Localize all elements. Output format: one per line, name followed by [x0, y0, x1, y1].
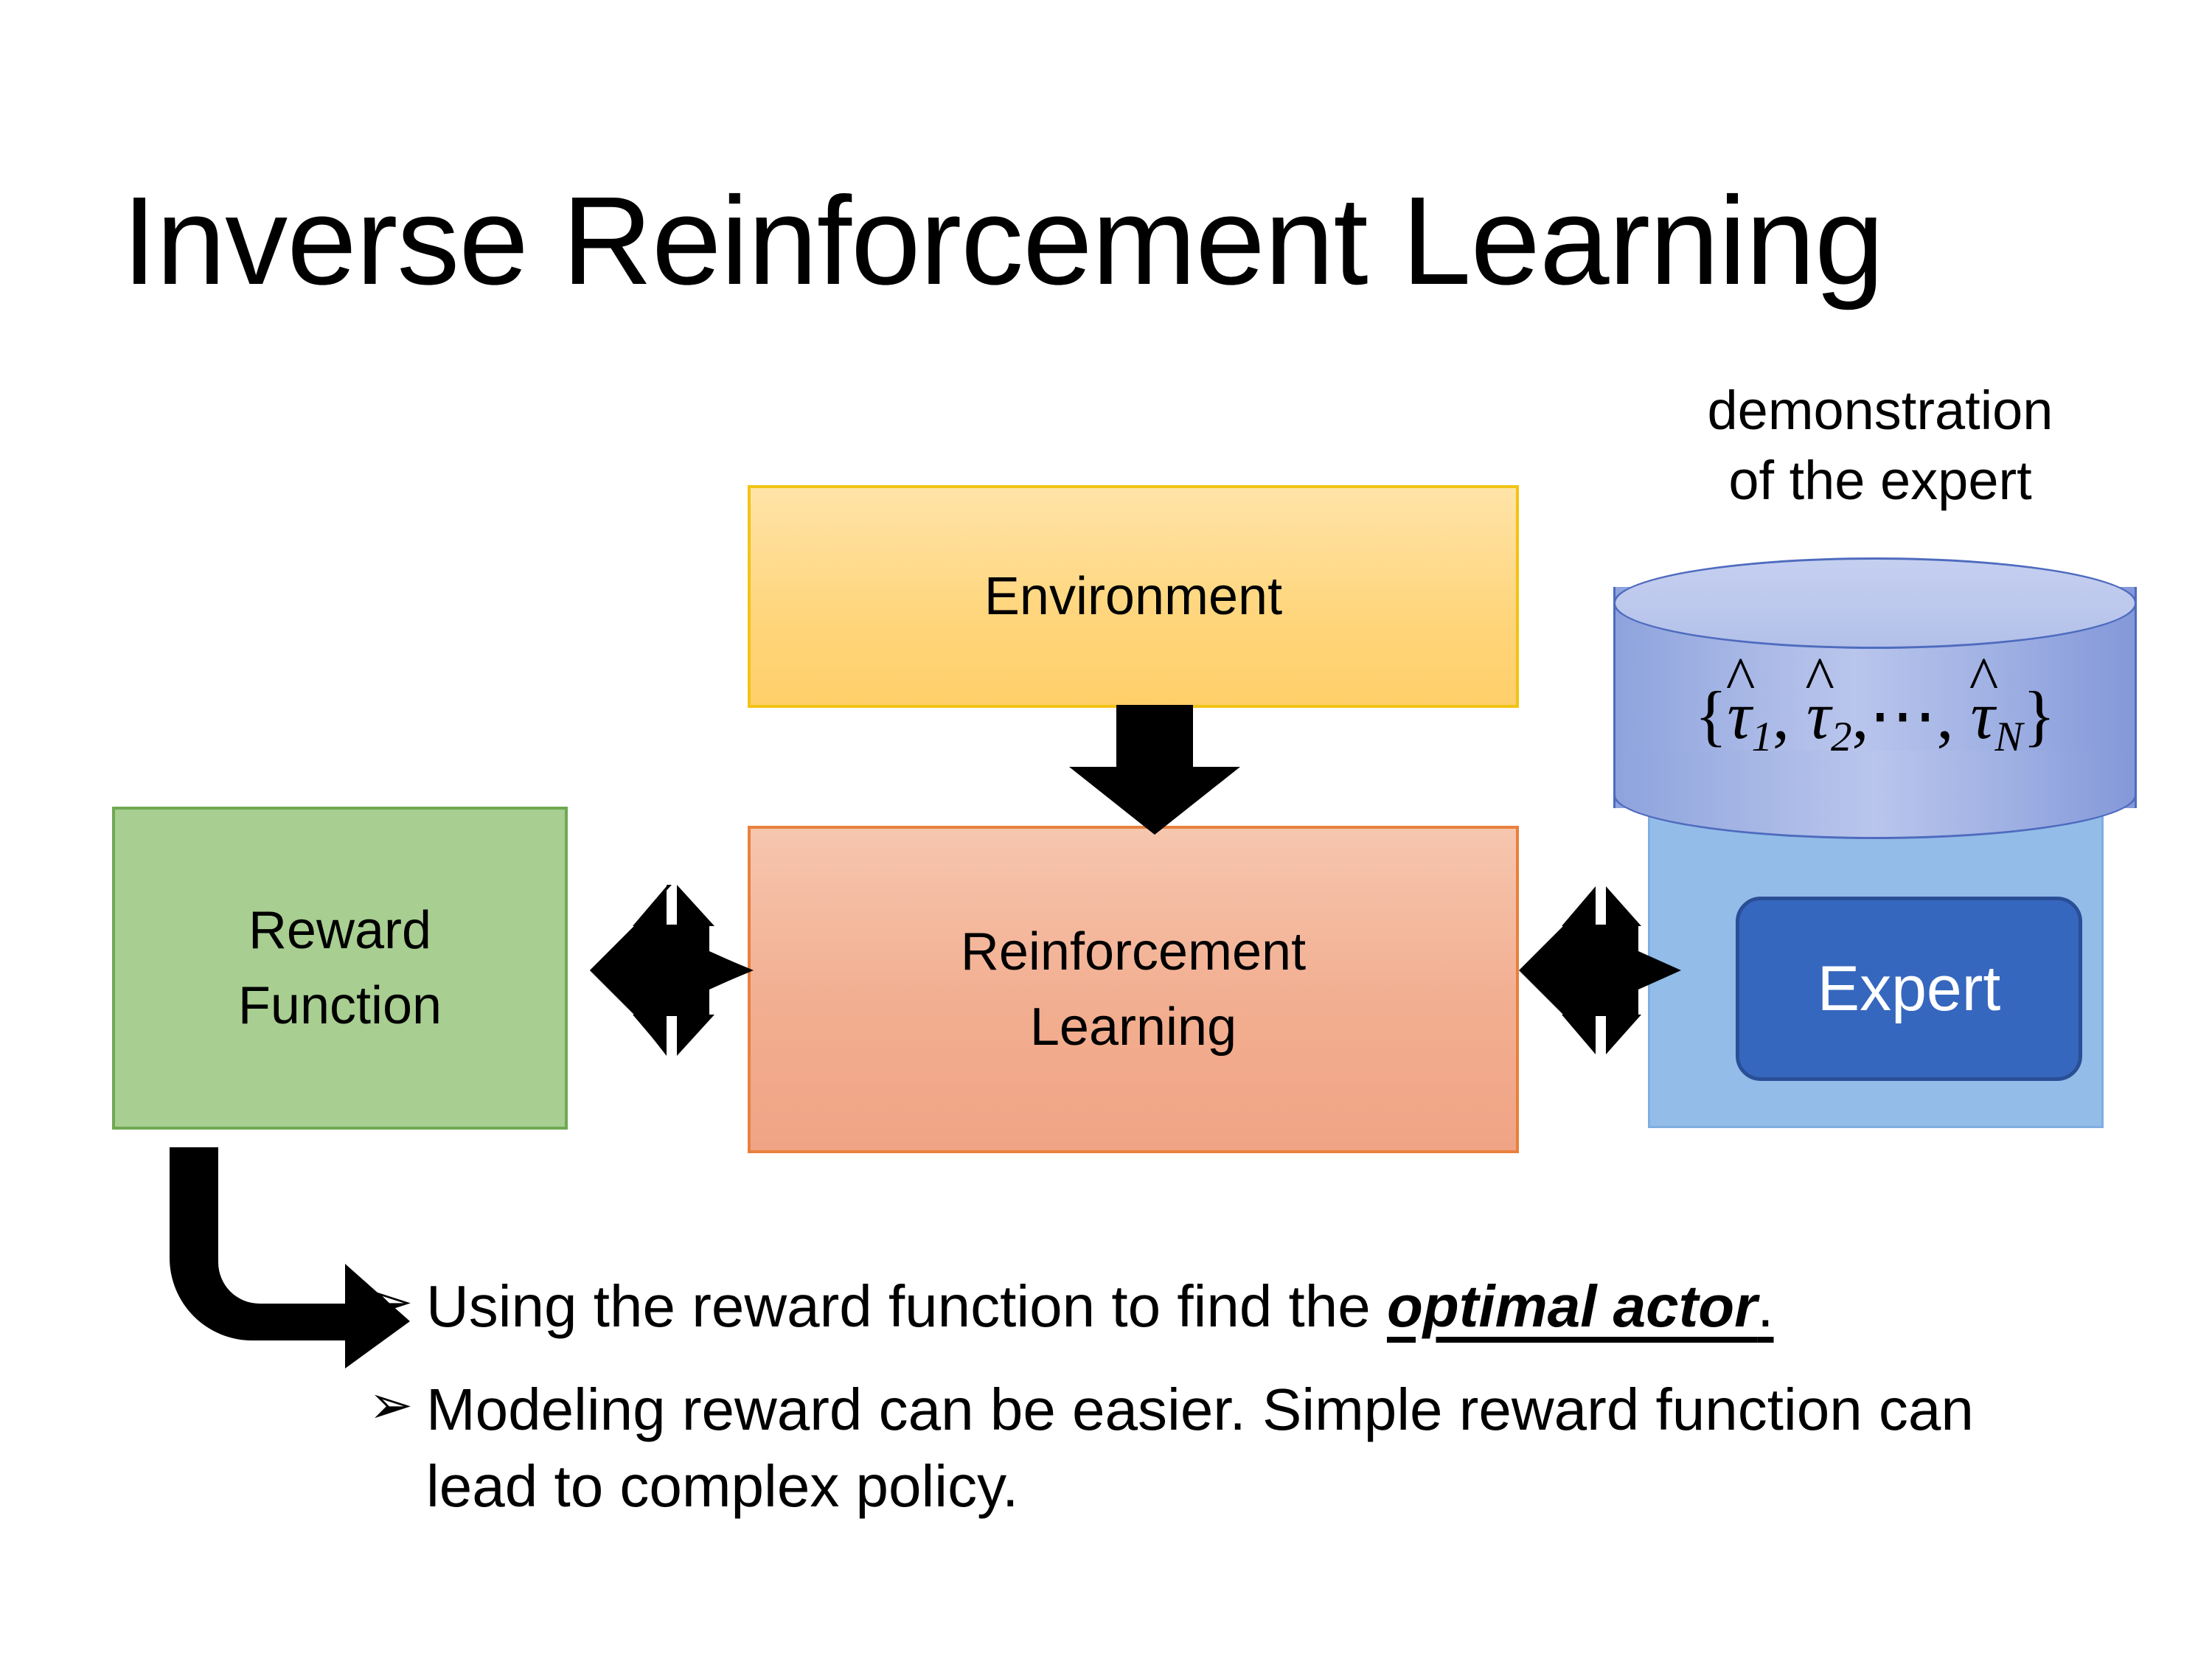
expert-label: Expert [1817, 953, 2001, 1024]
bullet-text-1: Using the reward function to find the op… [426, 1268, 2065, 1345]
bullet-marker-icon: ➢ [369, 1273, 414, 1332]
environment-box[interactable]: Environment [748, 485, 1519, 708]
quad-arrow-icon-reward-rl [590, 885, 754, 1056]
cylinder-bottom-cap [1613, 751, 2137, 839]
demonstration-caption: demonstration of the expert [1630, 376, 2131, 515]
ellipsis-icon: ⋯ [1868, 678, 1937, 753]
trajectory-set-label: {τ1, τ2,⋯, τN} [1613, 675, 2137, 761]
demonstration-caption-line2: of the expert [1728, 449, 2032, 511]
bullet-marker-icon: ➢ [369, 1376, 414, 1435]
tau-hat-1: τ [1728, 676, 1752, 754]
bullet-1-emphasis: optimal actor [1386, 1273, 1758, 1339]
reward-function-box[interactable]: Reward Function [112, 807, 568, 1130]
bullet-1-before: Using the reward function to find the [426, 1273, 1387, 1339]
page-title: Inverse Reinforcement Learning [122, 171, 1884, 311]
quad-arrow-icon-rl-expert [1519, 886, 1681, 1054]
reward-function-label-line1: Reward [248, 900, 432, 960]
bullet-text-2: Modeling reward can be easier. Simple re… [426, 1377, 1974, 1519]
tau-hat-2: τ [1806, 676, 1831, 754]
list-item: ➢ Modeling reward can be easier. Simple … [369, 1371, 2065, 1525]
expert-box[interactable]: Expert [1736, 897, 2082, 1081]
reinforcement-learning-box[interactable]: Reinforcement Learning [748, 826, 1519, 1153]
demonstration-caption-line1: demonstration [1707, 380, 2053, 441]
environment-label: Environment [984, 566, 1283, 626]
elbow-arrow-icon [170, 1147, 410, 1368]
tau-n-subscript: N [1994, 714, 2023, 761]
list-item: ➢ Using the reward function to find the … [369, 1268, 2065, 1345]
rl-label-line1: Reinforcement [960, 922, 1307, 981]
bullet-list: ➢ Using the reward function to find the … [369, 1268, 2065, 1551]
comma-3: , [1936, 678, 1954, 753]
set-close-brace: } [2023, 678, 2056, 753]
demonstration-cylinder: {τ1, τ2,⋯, τN} [1613, 557, 2137, 839]
reward-function-label-line2: Function [237, 976, 442, 1035]
down-arrow-icon [1069, 705, 1240, 835]
tau-hat-n: τ [1970, 676, 1994, 754]
set-open-brace: { [1694, 678, 1728, 753]
rl-label-line2: Learning [1029, 998, 1237, 1057]
bullet-1-after: . [1757, 1273, 1774, 1339]
cylinder-top-ellipse [1613, 557, 2137, 649]
tau-1-subscript: 1 [1751, 714, 1773, 761]
comma-2: , [1851, 678, 1869, 753]
tau-2-subscript: 2 [1830, 714, 1852, 761]
comma-1: , [1773, 678, 1790, 753]
